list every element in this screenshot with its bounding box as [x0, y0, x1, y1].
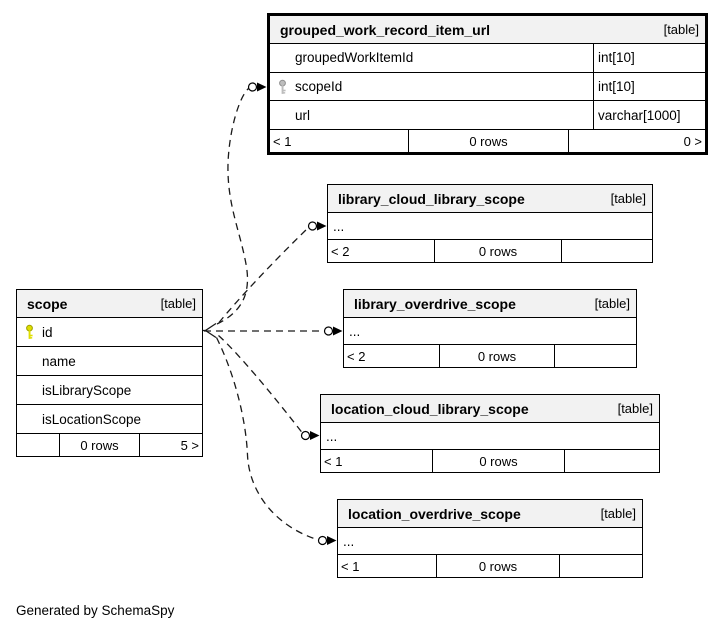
column-row-ellipsis: ...	[338, 528, 642, 554]
arrowhead-icon	[310, 431, 320, 440]
table-name: library_overdrive_scope	[354, 295, 516, 312]
column-name: scopeId	[295, 79, 343, 94]
table-node-grouped_work_record_item_url[interactable]: grouped_work_record_item_url[table]group…	[267, 13, 708, 155]
footer-row-count: 0 rows	[440, 345, 555, 367]
relationship-edge-location_overdrive_scope	[215, 337, 319, 541]
footer-pager-left: < 1	[270, 130, 409, 152]
column-row-scopeId: scopeId int[10]	[270, 71, 705, 101]
relationship-edge-grouped_work_record_item_url.scopeId	[216, 88, 249, 325]
table-node-scope[interactable]: scope [table] id name isLibraryScope isLocati…	[16, 289, 203, 457]
relationship-edge-library_cloud_library_scope	[218, 226, 310, 323]
column-name: isLibraryScope	[42, 382, 132, 398]
generated-by-note: Generated by SchemaSpy	[16, 603, 175, 618]
table-node-library_cloud_library_scope[interactable]: library_cloud_library_scope [table]... < 2…	[327, 184, 653, 263]
column-name: ...	[326, 428, 338, 444]
foreign-key-icon	[277, 79, 288, 94]
cardinality-circle-icon	[323, 326, 334, 336]
table-header: grouped_work_record_item_url [table]	[270, 16, 705, 44]
table-tag: [table]	[594, 296, 630, 311]
footer-pager-right	[555, 345, 636, 367]
column-row-ellipsis: ...	[321, 423, 659, 449]
table-node-location_cloud_library_scope[interactable]: location_cloud_library_scope [table]... < …	[320, 394, 660, 473]
column-row-ellipsis: ...	[328, 213, 652, 239]
footer-pager-left: < 2	[328, 240, 435, 262]
table-header: scope [table]	[17, 290, 202, 318]
footer-pager-right	[562, 240, 652, 262]
table-columns: ...	[338, 528, 642, 554]
column-row-id: id	[17, 318, 202, 346]
column-row-ellipsis: ...	[344, 318, 636, 344]
cardinality-circle-icon	[317, 535, 328, 546]
table-name: library_cloud_library_scope	[338, 190, 525, 207]
footer-pager-left	[17, 434, 60, 456]
table-header: library_overdrive_scope [table]	[344, 290, 636, 318]
column-row-groupedWorkItemId: groupedWorkItemId int[10]	[270, 44, 705, 72]
column-type: varchar[1000]	[593, 101, 705, 130]
cardinality-circle-icon	[307, 221, 318, 231]
column-name: isLocationScope	[42, 411, 142, 427]
footer-row-count: 0 rows	[433, 450, 565, 472]
column-name: name	[42, 353, 76, 369]
column-name: ...	[333, 218, 345, 234]
table-columns: ...	[328, 213, 652, 239]
table-header: location_cloud_library_scope [table]	[321, 395, 659, 423]
column-type: int[10]	[593, 72, 705, 101]
footer-row-count: 0 rows	[409, 130, 569, 152]
table-tag: [table]	[617, 401, 653, 416]
footer-pager-right	[560, 555, 642, 577]
column-row-url: url varchar[1000]	[270, 100, 705, 130]
footer-row-count: 0 rows	[435, 240, 562, 262]
table-tag: [table]	[663, 22, 699, 37]
arrowhead-icon	[317, 221, 327, 231]
footer-pager-left: < 1	[338, 555, 437, 577]
table-header: library_cloud_library_scope [table]	[328, 185, 652, 213]
table-tag: [table]	[160, 296, 196, 311]
column-name: url	[295, 107, 311, 123]
footer-pager-right: 0 >	[683, 133, 702, 149]
table-tag: [table]	[610, 191, 646, 206]
footer-row-count: 0 rows	[437, 555, 560, 577]
table-name: location_overdrive_scope	[348, 505, 521, 522]
footer-pager-left: < 1	[321, 450, 433, 472]
relationship-edge-location_cloud_library_scope	[218, 335, 303, 433]
table-tag: [table]	[600, 506, 636, 521]
arrowhead-icon	[333, 326, 343, 336]
column-row-name: name	[17, 346, 202, 375]
column-type: int[10]	[593, 44, 705, 72]
table-name: scope	[27, 295, 68, 312]
arrowhead-icon	[257, 82, 267, 92]
table-columns: ...	[344, 318, 636, 344]
footer-pager-left: < 2	[344, 345, 440, 367]
column-row-isLocationScope: isLocationScope	[17, 404, 202, 433]
column-name: ...	[349, 323, 361, 339]
primary-key-icon	[24, 324, 35, 340]
table-footer: 0 rows 5 >	[17, 433, 202, 456]
arrowhead-icon	[327, 536, 337, 545]
column-name: groupedWorkItemId	[295, 50, 414, 66]
footer-row-count: 0 rows	[60, 434, 140, 456]
table-name: location_cloud_library_scope	[331, 400, 529, 417]
footer-pager-right	[565, 450, 659, 472]
table-columns: ...	[321, 423, 659, 449]
column-name: id	[42, 324, 53, 340]
table-name: grouped_work_record_item_url	[280, 21, 491, 38]
column-name: ...	[343, 533, 355, 549]
table-header: location_overdrive_scope [table]	[338, 500, 642, 528]
column-row-isLibraryScope: isLibraryScope	[17, 375, 202, 404]
cardinality-circle-icon	[300, 430, 311, 441]
table-columns: id name isLibraryScope isLocationScope	[17, 318, 202, 433]
footer-pager-right: 5 >	[180, 437, 199, 453]
cardinality-circle-icon	[247, 82, 258, 92]
